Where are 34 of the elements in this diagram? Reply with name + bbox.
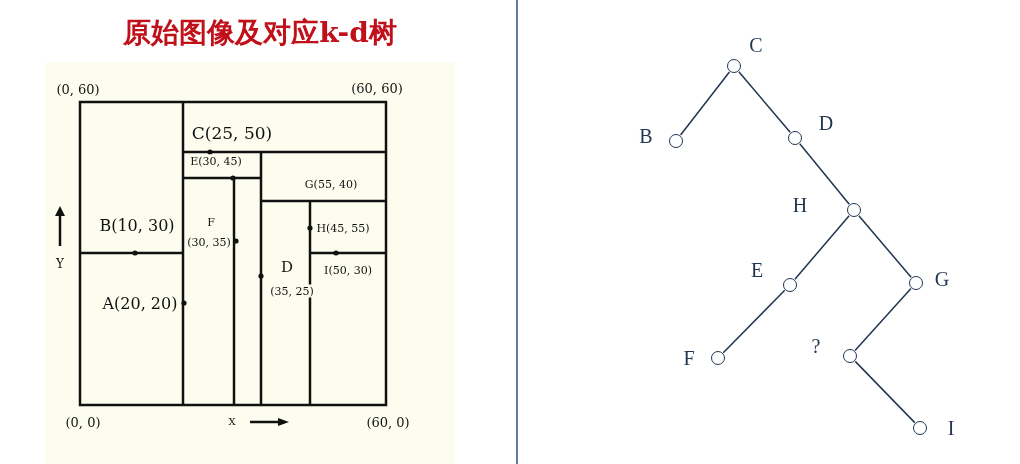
coordinate-label: (60, 60): [350, 80, 404, 96]
title: 原始图像及对应k-d树: [123, 19, 397, 47]
tree-edge: [794, 214, 850, 281]
coordinate-label: I(50, 30): [323, 263, 373, 277]
coordinate-label: (0, 60): [55, 81, 101, 97]
node-label: F: [683, 348, 695, 368]
coordinate-label: C(25, 50): [190, 123, 274, 143]
node-label: I: [947, 418, 955, 438]
node-label: E: [750, 260, 764, 280]
node-label: ?: [811, 336, 821, 356]
tree-edge: [854, 287, 912, 352]
tree-edge: [738, 70, 791, 134]
coordinate-label: (0, 0): [64, 414, 102, 430]
node-label: C: [749, 35, 763, 55]
tree-edge: [854, 360, 916, 424]
tree-edge: [679, 71, 731, 136]
node-label: H: [792, 195, 808, 215]
coordinate-label: F: [206, 215, 216, 229]
coordinate-label: E(30, 45): [189, 154, 243, 168]
node-label: D: [818, 113, 834, 133]
coordinate-label: (30, 35): [186, 235, 232, 249]
coordinate-label: H(45, 55): [315, 221, 371, 235]
coordinate-label: (35, 25): [269, 284, 315, 298]
tree-edge: [722, 289, 786, 354]
tree-edge: [858, 214, 912, 279]
node-label: G: [934, 269, 950, 289]
coordinate-label: (60, 0): [365, 414, 411, 430]
coordinate-label: X: [227, 416, 237, 428]
coordinate-label: B(10, 30): [98, 217, 176, 235]
coordinate-label: Y: [55, 257, 65, 271]
coordinate-label: A(20, 20): [101, 295, 179, 313]
node-label: B: [639, 126, 653, 146]
tree-edge: [799, 143, 850, 205]
coordinate-label: G(55, 40): [303, 177, 359, 191]
